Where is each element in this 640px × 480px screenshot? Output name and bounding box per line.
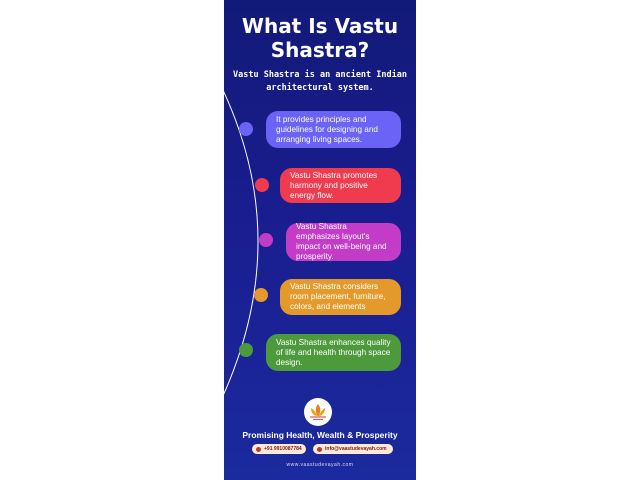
point-card-3: Vastu Shastra emphasizes layout's impact… [286, 222, 401, 261]
point-card-2: Vastu Shastra promotes harmony and posit… [280, 168, 401, 203]
subtitle: Vastu Shastra is an ancient Indian archi… [233, 70, 407, 93]
phone-number: +91 9910087784 [264, 446, 302, 452]
point-card-5: Vastu Shastra enhances quality of life a… [266, 334, 401, 371]
email-address: info@vaastudevayah.com [325, 446, 387, 452]
phone-icon [256, 446, 261, 452]
mail-icon [317, 446, 322, 452]
point-card-4: Vastu Shastra considers room placement, … [280, 279, 401, 315]
email-contact[interactable]: info@vaastudevayah.com [313, 444, 393, 454]
lotus-logo-icon [304, 398, 332, 426]
website-link[interactable]: www.vaastudevayah.com [286, 462, 354, 468]
timeline-dot-1 [239, 122, 253, 136]
infographic-poster: What Is Vastu Shastra? Vastu Shastra is … [224, 0, 416, 480]
page-title: What Is Vastu Shastra? [241, 14, 399, 62]
point-card-1: It provides principles and guidelines fo… [266, 111, 401, 148]
phone-contact[interactable]: +91 9910087784 [252, 444, 306, 454]
timeline-dot-5 [239, 343, 253, 357]
timeline-arc [224, 91, 259, 395]
timeline-dot-2 [255, 178, 269, 192]
tagline: Promising Health, Wealth & Prosperity [242, 430, 398, 440]
timeline-dot-4 [254, 288, 268, 302]
timeline-dot-3 [259, 233, 273, 247]
